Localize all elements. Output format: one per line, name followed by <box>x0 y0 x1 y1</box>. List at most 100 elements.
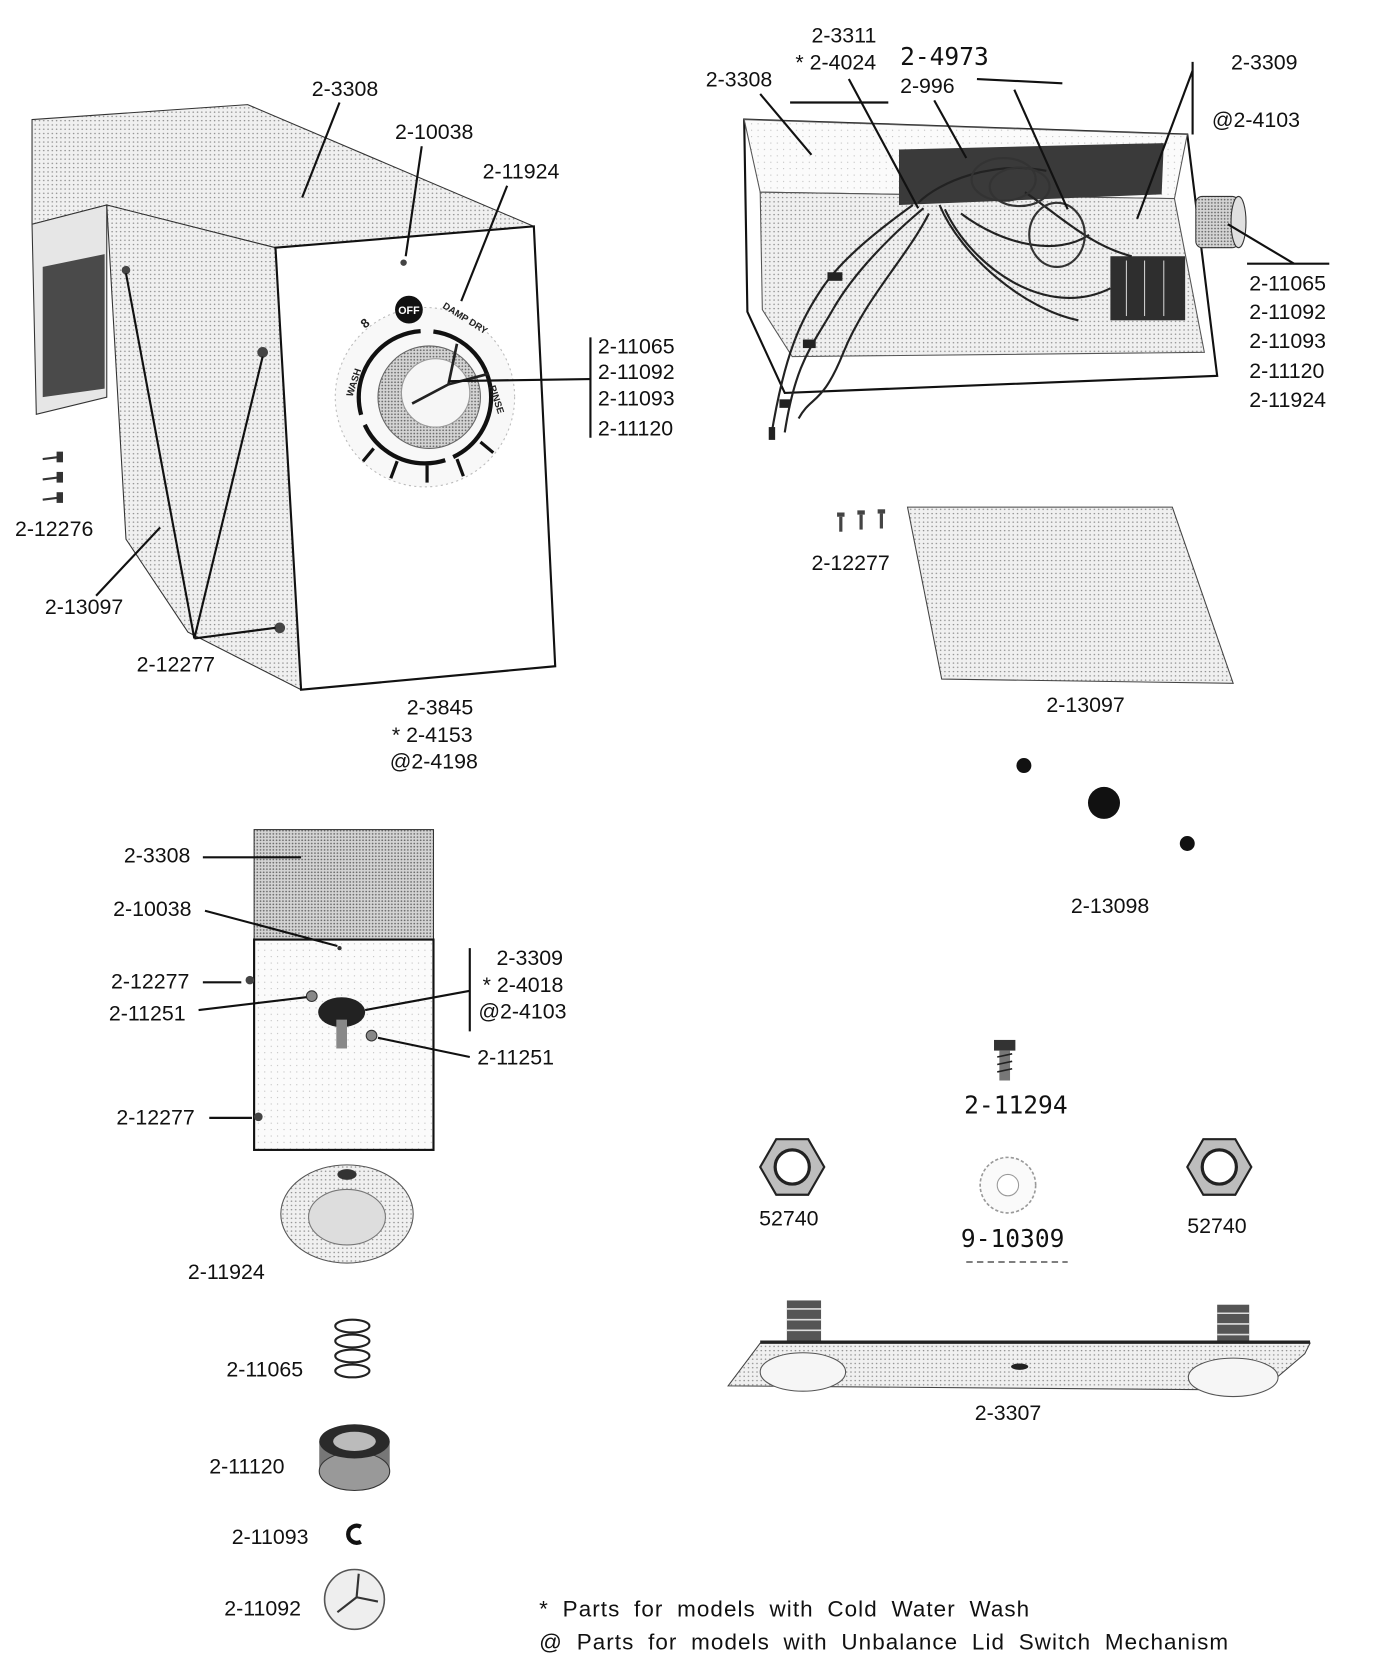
edge-screw-lower <box>254 1112 263 1122</box>
terminal-block <box>1110 256 1186 321</box>
washer-part <box>979 1156 1037 1214</box>
label-panel-screw-upper: 2-12277 <box>111 970 190 995</box>
off-indicator <box>395 295 423 324</box>
footnote-cold-water-wash: * Parts for models with Cold Water Wash <box>539 1597 1031 1622</box>
label-front-panel: 2-3845 <box>406 696 474 720</box>
chassis-interior <box>759 191 1206 358</box>
chassis-wiring-view <box>743 61 1330 851</box>
console-assembly-view: OFF DAMP DRY WASH RINSE 8 <box>31 102 592 691</box>
dial-ticks <box>361 440 495 483</box>
label-dial: 2-11924 <box>482 160 560 184</box>
edge-screw-upper <box>245 975 255 985</box>
label-panel-screw-lower: 2-12277 <box>116 1106 195 1130</box>
panel-screws-loose <box>837 509 886 532</box>
label-knob-part: 2-11065 <box>1249 272 1326 296</box>
console-end-shadow <box>42 254 105 398</box>
label-harness-part: 2-4973 <box>900 43 989 72</box>
label-knob-part: 2-11092 <box>597 360 675 385</box>
label-cap: 2-11092 <box>224 1597 302 1621</box>
label-nut-right: 2-11251 <box>477 1046 555 1070</box>
leader-lines-top-left <box>95 102 592 640</box>
switch-knob <box>318 997 366 1028</box>
label-knob-part: 2-11065 <box>597 335 675 359</box>
label-panel-screws: 2-12277 <box>811 551 890 576</box>
knob-face <box>400 358 471 428</box>
label-spring: 2-11065 <box>226 1358 304 1382</box>
label-harness: 2-3311 <box>811 24 877 49</box>
label-housing-screw: 2-10038 <box>395 120 474 145</box>
label-screws: 2-12276 <box>14 517 94 542</box>
label-wire: 2-996 <box>900 74 955 99</box>
label-nut-left: 2-11251 <box>108 1002 186 1027</box>
label-housing-screw: 2-10038 <box>113 897 192 922</box>
plugs <box>1016 758 1195 851</box>
label-knob-part: 2-11924 <box>1249 388 1326 413</box>
label-knob-part: 2-11093 <box>597 387 675 412</box>
label-plugs: 2-13098 <box>1070 894 1150 919</box>
hex-nut-right <box>1186 1138 1253 1196</box>
spring-part <box>334 1318 371 1379</box>
label-panel-screws: 2-12277 <box>136 653 216 677</box>
bracket-part <box>727 1300 1311 1398</box>
label-knob: 2-11120 <box>209 1455 285 1479</box>
side-panel-screw-mid <box>257 346 268 358</box>
cap-part <box>323 1568 386 1631</box>
label-switch-lid: @2-4103 <box>478 1000 567 1024</box>
dial-ring <box>356 328 494 466</box>
knob-pointer <box>411 343 490 405</box>
side-panel-loose <box>906 506 1234 684</box>
end-housing-top <box>253 829 435 941</box>
hex-nut-left <box>758 1138 826 1196</box>
switch-stem <box>336 1019 347 1049</box>
leader-lines-bottom-left <box>198 856 471 1119</box>
terminal-block-detail <box>1125 260 1165 317</box>
wire-coil <box>970 156 1086 268</box>
label-side-panel: 2-13097 <box>44 595 124 620</box>
label-switch: 2-3309 <box>1231 51 1298 75</box>
end-view-assembly <box>198 829 471 1631</box>
chassis-dark-band <box>898 143 1164 205</box>
label-nut-right: 52740 <box>1187 1215 1247 1239</box>
label-harness-cold-wash: * 2-4024 <box>795 51 877 75</box>
label-front-panel-lid-switch: @2-4198 <box>389 750 478 775</box>
label-knob-part: 2-11120 <box>1249 359 1325 384</box>
label-housing: 2-3308 <box>123 844 191 869</box>
wiring-harness <box>769 166 1133 438</box>
dial-part <box>280 1164 414 1264</box>
knob-part <box>318 1424 391 1492</box>
side-panel <box>106 204 302 691</box>
label-knob-part: 2-11120 <box>597 417 674 441</box>
nut-left <box>305 990 318 1003</box>
footnote-unbalance-lid-switch: @ Parts for models with Unbalance Lid Sw… <box>539 1630 1230 1655</box>
switch-shaft-end <box>1230 195 1247 249</box>
housing-screw-small <box>337 945 342 951</box>
label-switch-lid: @2-4103 <box>1211 108 1300 133</box>
label-dial: 2-11924 <box>187 1260 265 1285</box>
label-switch: 2-3309 <box>496 947 563 971</box>
label-knob-part: 2-11092 <box>1249 301 1326 325</box>
wire-connectors <box>768 272 843 440</box>
label-knob-part: 2-11093 <box>1249 329 1326 354</box>
label-washer: 9-10309 <box>960 1225 1065 1254</box>
label-screw: 2-11294 <box>964 1092 1068 1121</box>
label-side-panel: 2-13097 <box>1046 693 1125 718</box>
label-switch-cold-wash: * 2-4018 <box>482 973 564 998</box>
label-housing: 2-3308 <box>311 77 379 102</box>
clip-part <box>346 1523 362 1545</box>
side-panel-screw-top <box>121 265 131 275</box>
label-bracket: 2-3307 <box>974 1401 1042 1426</box>
nut-right <box>365 1029 378 1042</box>
label-front-panel-cold-wash: * 2-4153 <box>391 723 473 748</box>
screw-part <box>994 1039 1016 1081</box>
bracket-hardware-view <box>727 1039 1311 1398</box>
side-panel-screw-bottom <box>274 622 286 634</box>
label-clip: 2-11093 <box>231 1525 309 1550</box>
dial-marking-off: OFF <box>398 305 420 317</box>
loose-screws <box>42 451 63 503</box>
label-nut-left: 52740 <box>759 1207 819 1232</box>
leader-lines-top-right <box>759 61 1330 265</box>
label-housing: 2-3308 <box>705 68 773 92</box>
housing-screw <box>400 259 407 266</box>
